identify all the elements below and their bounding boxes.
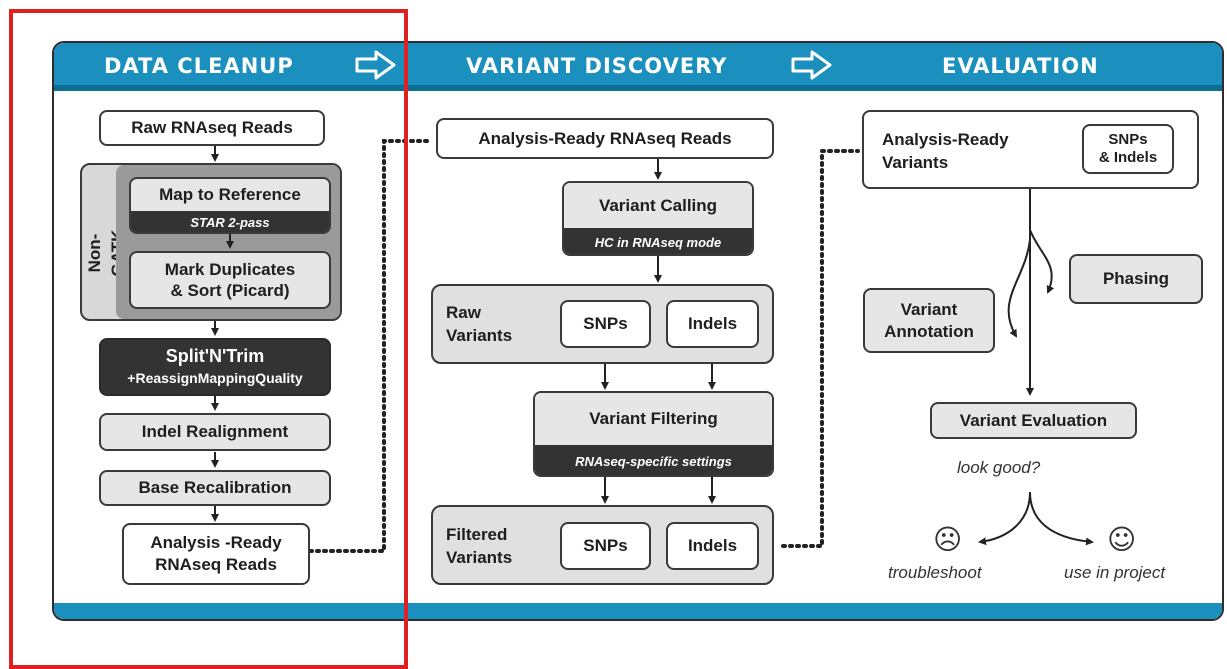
analysis-ready-rnaseq-reads-box: Analysis-Ready RNAseq Reads bbox=[436, 118, 774, 159]
variant-filtering-label: Variant Filtering bbox=[535, 393, 772, 445]
header-variant-discovery: VARIANT DISCOVERY bbox=[466, 54, 728, 78]
phasing-box: Phasing bbox=[1069, 254, 1203, 304]
filtered-indels-box: Indels bbox=[666, 522, 759, 570]
raw-line2: Variants bbox=[446, 326, 513, 345]
ready-variants-line1: Analysis-Ready bbox=[882, 130, 1009, 149]
split-n-trim-label: Split'N'Trim bbox=[165, 346, 265, 366]
map-to-reference-label: Map to Reference bbox=[131, 179, 329, 211]
right-arrow-icon bbox=[791, 50, 832, 80]
use-in-project-label: use in project bbox=[1064, 563, 1166, 582]
analysis-ready-line1: Analysis -Ready bbox=[150, 533, 282, 552]
ready-variants-line2: Variants bbox=[882, 153, 949, 172]
variant-filtering-box: Variant Filtering RNAseq-specific settin… bbox=[533, 391, 774, 477]
look-good-label: look good? bbox=[957, 458, 1041, 477]
filtered-line1: Filtered bbox=[446, 525, 508, 544]
raw-snps-box: SNPs bbox=[560, 300, 651, 348]
variant-calling-box: Variant Calling HC in RNAseq mode bbox=[562, 181, 754, 256]
filtered-line2: Variants bbox=[446, 548, 513, 567]
variant-annotation-box: Variant Annotation bbox=[863, 288, 995, 353]
raw-line1: Raw bbox=[446, 303, 481, 322]
mark-duplicates-box: Mark Duplicates & Sort (Picard) bbox=[129, 251, 331, 309]
happy-face-icon: ☺ bbox=[1107, 523, 1137, 556]
footer-bar bbox=[54, 603, 1222, 619]
annotation-line1: Variant bbox=[900, 299, 958, 319]
base-recalibration-box: Base Recalibration bbox=[99, 470, 331, 506]
snps-indels-box: SNPs & Indels bbox=[1082, 124, 1174, 174]
raw-variants-label: Raw Variants bbox=[446, 301, 512, 347]
header-evaluation: EVALUATION bbox=[942, 54, 1099, 78]
analysis-ready-variants-label: Analysis-Ready Variants bbox=[882, 128, 1009, 174]
variant-evaluation-box: Variant Evaluation bbox=[930, 402, 1137, 439]
snps-indels-line1: SNPs bbox=[1108, 131, 1148, 148]
raw-indels-box: Indels bbox=[666, 300, 759, 348]
filtered-snps-box: SNPs bbox=[560, 522, 651, 570]
snps-indels-line2: & Indels bbox=[1098, 149, 1158, 166]
hc-rnaseq-mode-label: HC in RNAseq mode bbox=[564, 228, 752, 254]
highlight-rectangle bbox=[9, 9, 408, 669]
mark-duplicates-line2: & Sort (Picard) bbox=[170, 281, 290, 300]
raw-rnaseq-reads-box: Raw RNAseq Reads bbox=[99, 110, 325, 146]
header-bar bbox=[54, 43, 1222, 91]
star-2pass-label: STAR 2-pass bbox=[131, 211, 329, 232]
header-data-cleanup: DATA CLEANUP bbox=[104, 54, 294, 78]
analysis-ready-line2: RNAseq Reads bbox=[155, 555, 277, 574]
indel-realignment-box: Indel Realignment bbox=[99, 413, 331, 451]
arrow-map-to-markdup bbox=[226, 234, 234, 249]
troubleshoot-label: troubleshoot bbox=[888, 563, 982, 582]
mark-duplicates-line1: Mark Duplicates bbox=[164, 260, 296, 279]
map-to-reference-box: Map to Reference STAR 2-pass bbox=[129, 177, 331, 234]
right-arrow-icon bbox=[355, 50, 396, 80]
annotation-line2: Annotation bbox=[884, 321, 974, 341]
sad-face-icon: ☹ bbox=[933, 523, 963, 556]
split-n-trim-box: Split'N'Trim +ReassignMappingQuality bbox=[99, 338, 331, 396]
variant-calling-label: Variant Calling bbox=[564, 183, 752, 228]
reassign-mapping-quality-label: +ReassignMappingQuality bbox=[127, 370, 303, 386]
filtered-variants-label: Filtered Variants bbox=[446, 523, 512, 569]
analysis-ready-reads-box: Analysis -Ready RNAseq Reads bbox=[122, 523, 310, 585]
rnaseq-specific-settings-label: RNAseq-specific settings bbox=[535, 445, 772, 475]
